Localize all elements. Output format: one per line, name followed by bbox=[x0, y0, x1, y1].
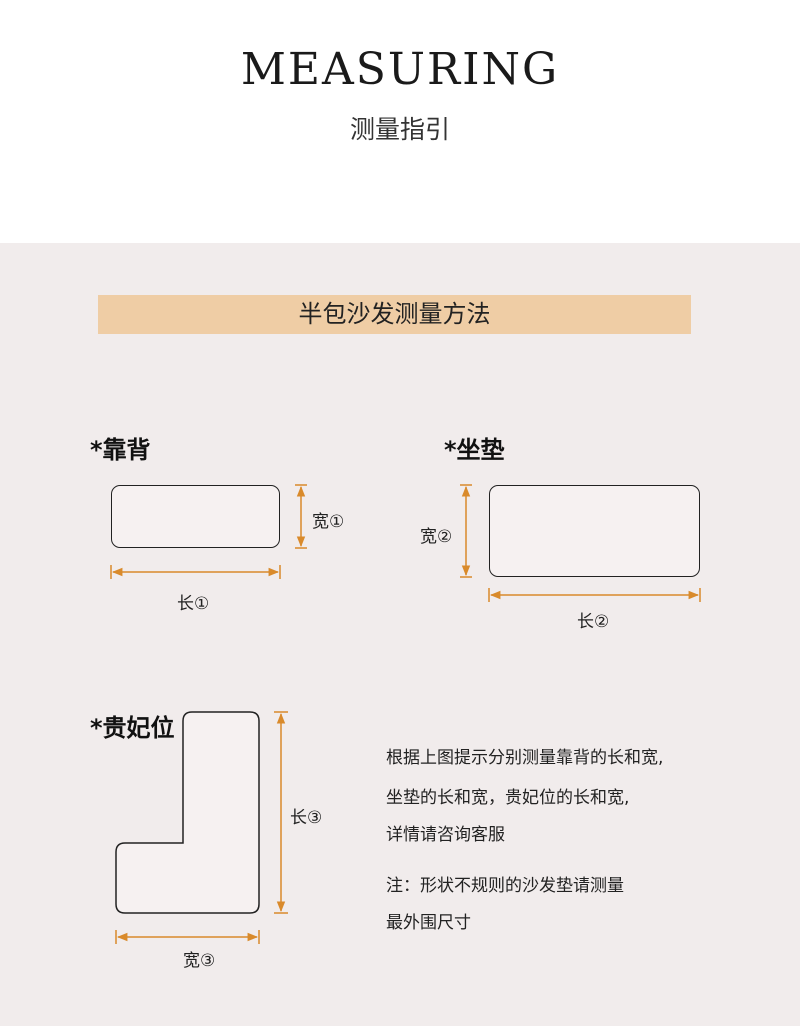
chaise-heading: *贵妃位 bbox=[90, 714, 175, 742]
backrest-heading: *靠背 bbox=[90, 436, 151, 464]
backrest-shape bbox=[111, 485, 280, 548]
note-line-1: 注：形状不规则的沙发垫请测量 bbox=[386, 876, 624, 896]
chaise-length-label: 长③ bbox=[290, 808, 323, 828]
backrest-width-label: 宽① bbox=[312, 512, 345, 532]
instruction-line-1: 根据上图提示分别测量靠背的长和宽, bbox=[386, 748, 664, 768]
header: MEASURING 测量指引 bbox=[0, 0, 800, 243]
chaise-width-label: 宽③ bbox=[183, 951, 216, 971]
cushion-heading: *坐垫 bbox=[444, 436, 505, 464]
page-subtitle: 测量指引 bbox=[349, 115, 450, 144]
section-banner: 半包沙发测量方法 bbox=[98, 295, 691, 334]
backrest-length-label: 长① bbox=[177, 594, 210, 614]
instruction-line-3: 详情请咨询客服 bbox=[386, 825, 505, 845]
instruction-line-2: 坐垫的长和宽，贵妃位的长和宽, bbox=[386, 788, 630, 808]
page-title: MEASURING bbox=[240, 44, 560, 95]
cushion-length-label: 长② bbox=[577, 612, 610, 632]
cushion-shape bbox=[489, 485, 700, 577]
cushion-width-label: 宽② bbox=[420, 527, 453, 547]
chaise-shape bbox=[115, 711, 260, 914]
note-line-2: 最外围尺寸 bbox=[386, 913, 471, 933]
